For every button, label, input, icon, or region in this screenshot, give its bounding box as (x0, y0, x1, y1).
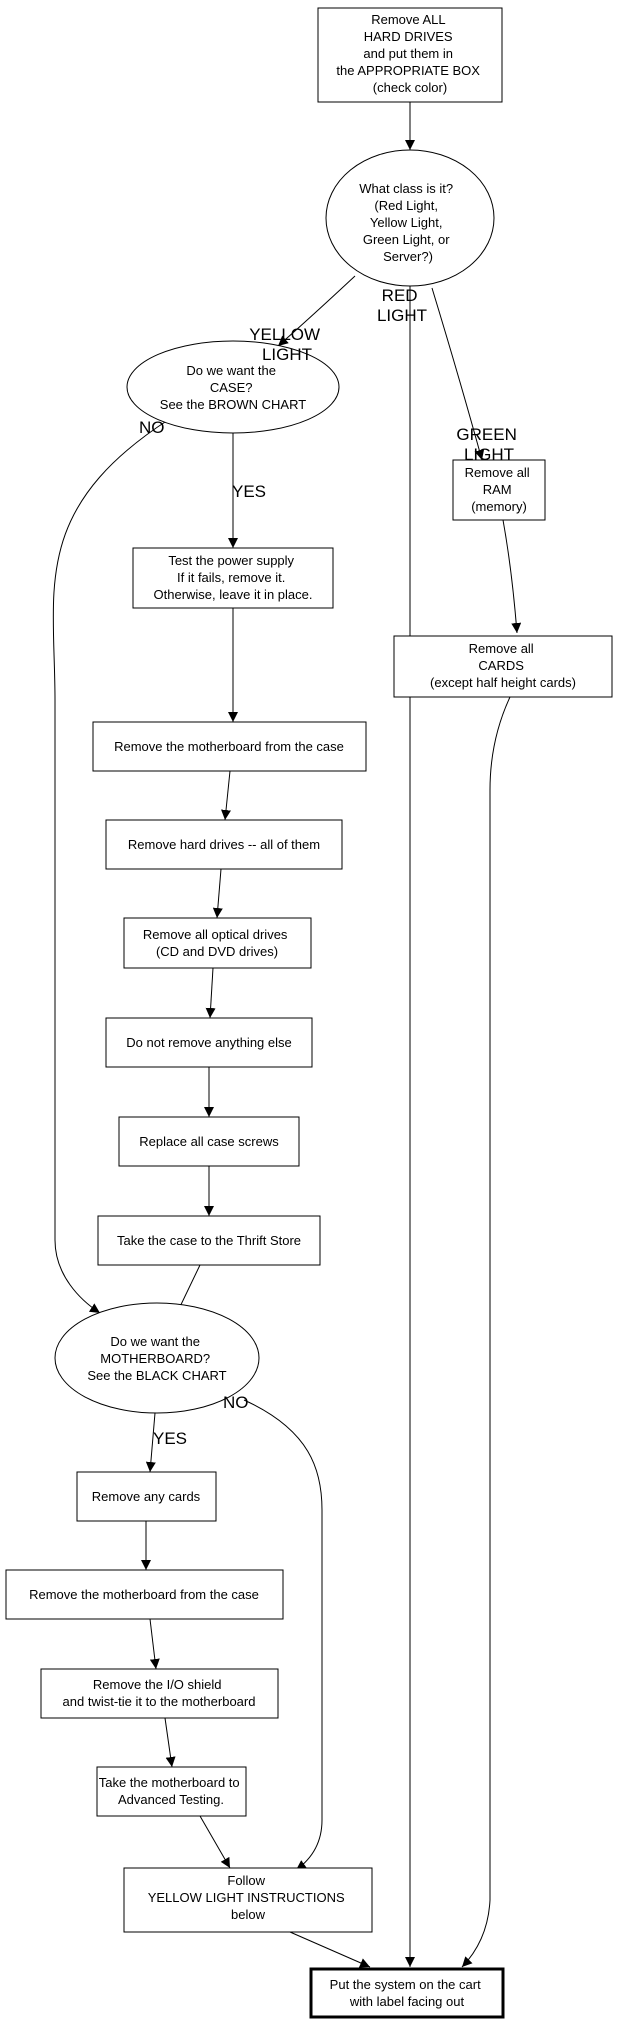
edge-label-mb-yes: YES (153, 1429, 187, 1448)
node-want-mb-text: Do we want the MOTHERBOARD? See the BLAC… (87, 1334, 226, 1383)
node-replace-screws-text: Replace all case screws (139, 1134, 279, 1149)
node-follow-yellow-box (123, 1867, 373, 1933)
edge-io-to-advanced (164, 1717, 176, 1768)
node-want-case-ellipse (126, 340, 340, 434)
edge-label-case-no: NO (139, 418, 165, 437)
node-remove-mb-case-1-box (92, 721, 367, 772)
node-remove-optical-text: Remove all optical drives (CD and DVD dr… (143, 927, 291, 959)
node-put-on-cart-text: Put the system on the cart with label fa… (330, 1977, 485, 2009)
edge-label-green-light: GREEN LIGHT (456, 425, 521, 464)
node-remove-any-cards-text: Remove any cards (92, 1489, 201, 1504)
edge-class-to-case-yellow (277, 275, 356, 347)
node-test-psu-box (132, 547, 334, 609)
node-remove-hard-drives-text: Remove ALL HARD DRIVES and put them in t… (336, 12, 483, 95)
edge-optical-to-donotremove (205, 967, 216, 1019)
node-labels: Remove ALL HARD DRIVES and put them in t… (29, 12, 576, 2009)
edge-labels: YELLOW LIGHT RED LIGHT GREEN LIGHT NO YE… (139, 286, 521, 1448)
node-thrift-store-text: Take the case to the Thrift Store (117, 1233, 301, 1248)
edge-ram-to-cards (502, 519, 522, 634)
node-remove-cards-box (393, 635, 613, 698)
node-remove-hd-all-text: Remove hard drives -- all of them (128, 837, 320, 852)
edge-hd-to-optical (212, 868, 223, 919)
edge-advanced-to-follow (199, 1815, 231, 1869)
edge-class-to-ram-green (431, 287, 485, 461)
edge-label-mb-no: NO (223, 1393, 249, 1412)
node-remove-mb-case-2-text: Remove the motherboard from the case (29, 1587, 259, 1602)
node-remove-hd-all-box (105, 819, 343, 870)
node-remove-mb-case-1-text: Remove the motherboard from the case (114, 739, 344, 754)
node-do-not-remove-text: Do not remove anything else (126, 1035, 291, 1050)
edge-case-no-to-mb (52, 419, 169, 1314)
node-remove-io-text: Remove the I/O shield and twist-tie it t… (63, 1677, 256, 1709)
node-want-case-text: Do we want the CASE? See the BROWN CHART (160, 363, 306, 412)
node-advanced-testing-text: Take the motherboard to Advanced Testing… (99, 1775, 244, 1807)
node-remove-ram-box (452, 459, 546, 521)
edge-mb-no-to-follow (243, 1399, 323, 1871)
node-replace-screws-box (118, 1116, 300, 1167)
edge-label-yellow-light: YELLOW LIGHT (249, 325, 325, 364)
node-want-mb-ellipse (54, 1302, 260, 1414)
edge-mb2-to-io (149, 1618, 160, 1670)
node-advanced-testing-box (96, 1766, 247, 1817)
node-what-class-ellipse (325, 149, 495, 287)
edge-mb-yes-to-cards (145, 1412, 156, 1473)
node-what-class-text: What class is it? (Red Light, Yellow Lig… (359, 181, 457, 264)
edge-follow-to-cart (289, 1931, 371, 1968)
node-put-on-cart-box (309, 1967, 505, 2019)
node-test-psu-text: Test the power supply If it fails, remov… (154, 553, 313, 602)
edge-mb1-to-hd (221, 770, 231, 821)
edge-cards-to-cart (461, 696, 511, 1968)
node-remove-io-box (40, 1668, 279, 1719)
node-thrift-store-box (97, 1215, 321, 1266)
edge-label-case-yes: YES (232, 482, 266, 501)
nodes (5, 7, 613, 2019)
node-remove-cards-text: Remove all CARDS (except half height car… (430, 641, 576, 690)
edge-label-red-light: RED LIGHT (377, 286, 427, 325)
node-remove-hard-drives-box (317, 7, 503, 103)
node-remove-any-cards-box (76, 1471, 217, 1522)
edges (52, 102, 522, 1968)
node-remove-ram-text: Remove all RAM (memory) (465, 465, 534, 514)
node-follow-yellow-text: Follow YELLOW LIGHT INSTRUCTIONS below (148, 1873, 349, 1922)
node-remove-optical-box (123, 917, 312, 969)
node-remove-mb-case-2-box (5, 1569, 284, 1620)
node-do-not-remove-box (105, 1017, 313, 1068)
